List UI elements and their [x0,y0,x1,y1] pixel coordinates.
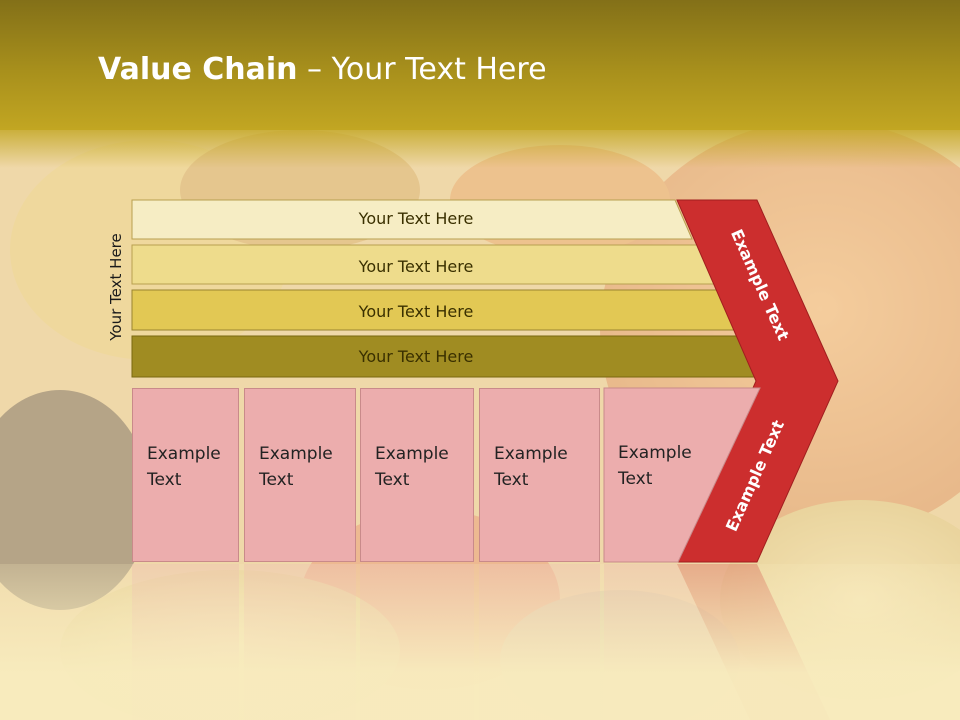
primary-box-4-line2: Text [494,470,529,490]
reflection-fade [0,564,960,720]
primary-box-5-line1: Example [618,443,692,463]
primary-box-3[interactable]: Example Text [360,388,474,562]
primary-box-2[interactable]: Example Text [244,388,356,562]
primary-box-4-line1: Example [494,444,568,464]
slide-title-bold: Value Chain [98,52,298,87]
primary-box-1[interactable]: Example Text [132,388,239,562]
primary-box-2-line1: Example [259,444,333,464]
support-row-1-label: Your Text Here [358,209,474,228]
primary-box-5-shape[interactable] [603,387,761,563]
slide-title-rest: – Your Text Here [297,52,547,87]
primary-box-1-line1: Example [147,444,221,464]
primary-box-1-line2: Text [147,470,182,490]
primary-box-2-line2: Text [259,470,294,490]
support-row-3-label: Your Text Here [358,302,474,321]
primary-box-4[interactable]: Example Text [479,388,600,562]
primary-box-3-line2: Text [375,470,410,490]
slide-title[interactable]: Value Chain – Your Text Here [98,52,547,87]
primary-box-3-line1: Example [375,444,449,464]
support-row-4-label: Your Text Here [358,347,474,366]
title-bar [0,0,960,130]
title-bar-fade [0,128,960,168]
support-row-2-label: Your Text Here [358,257,474,276]
primary-box-5-line2: Text [618,469,653,489]
primary-box-5[interactable]: Example Text [604,388,704,562]
support-row-1[interactable] [131,199,693,240]
